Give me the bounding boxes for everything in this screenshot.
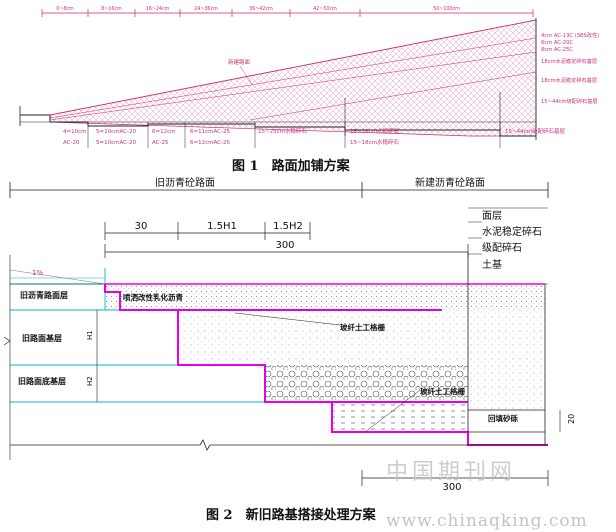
fig2-dim-30: 30 bbox=[135, 221, 148, 232]
fig2-annotation-spray: 喷洒改性乳化沥青 bbox=[123, 292, 183, 302]
fig2-header-new: 新建沥青砼路面 bbox=[415, 176, 485, 189]
fig2-annotation-sand: 回填砂砾 bbox=[488, 413, 518, 423]
fig1-top-dim-5: 42~50cm bbox=[313, 6, 337, 12]
fig1-right-label-1: 6cm AC-20C bbox=[541, 40, 573, 46]
fig2-dim-1-5h2: 1.5H2 bbox=[273, 221, 303, 232]
figure-1: 0~8cm 8~16cm 16~24cm 24~36cm 36~42cm 42~50cm 5… bbox=[19, 6, 599, 148]
fig1-top-dim-2: 16~24cm bbox=[146, 6, 170, 12]
fig1-layer-label-11: 15~44cm级配碎石基层 bbox=[505, 127, 565, 135]
fig1-right-label-5: 15~44cm级配碎石基层 bbox=[541, 97, 598, 105]
fig1-right-label-2: 8cm AC-25C bbox=[541, 47, 573, 53]
fig1-layer-label-4: 6=12cm bbox=[152, 129, 176, 135]
fig1-top-dim-6: 50~100cm bbox=[433, 6, 460, 12]
fig2-h2-mark: H2 bbox=[86, 376, 94, 386]
fig1-old-pavement-label: 新建路面 bbox=[228, 58, 251, 66]
fig1-layer-labels: 4=10cmAC-205=10cmAC-205=10cmAC-206=12cmA… bbox=[63, 122, 565, 148]
fig2-label-old-subbase: 旧路面底基层 bbox=[18, 376, 66, 386]
fig1-layer-label-2: 5=10cmAC-20 bbox=[96, 129, 136, 135]
watermark-cn: 中国期刊网 bbox=[386, 460, 516, 485]
fig1-layer-label-10: 15~18cm水稳碎石 bbox=[350, 138, 399, 146]
fig1-layer-label-9: 15~18cm水稳碎石 bbox=[350, 127, 399, 135]
fig1-top-dim-1: 8~16cm bbox=[101, 6, 122, 12]
fig1-layer-label-1: AC-20 bbox=[63, 140, 80, 146]
fig2-legend-graded-gravel: 级配碎石 bbox=[482, 241, 522, 254]
fig1-top-dim-0: 0~8cm bbox=[56, 6, 74, 12]
fig2-legend-cement-stabilized: 水泥稳定碎石 bbox=[482, 225, 542, 238]
fig2-dim-20: 20 bbox=[567, 414, 576, 424]
fig2-dim-300-bottom: 300 bbox=[442, 482, 461, 493]
fig1-layer-label-5: AC-25 bbox=[152, 140, 169, 146]
fig1-layer-label-6: 6=11cmAC-25 bbox=[190, 129, 230, 135]
fig1-layer-label-0: 4=10cm bbox=[63, 129, 87, 135]
fig2-caption: 图 2 新旧路基搭接处理方案 bbox=[206, 508, 376, 523]
fig2-legend-subgrade: 土基 bbox=[482, 258, 502, 271]
fig2-label-old-surface: 旧沥青路面层 bbox=[20, 290, 68, 300]
fig1-top-dim-4: 36~42cm bbox=[249, 6, 273, 12]
fig1-caption: 图 1 路面加铺方案 bbox=[232, 159, 350, 174]
fig2-legend-surface: 面层 bbox=[482, 210, 502, 222]
fig1-top-dim-3: 24~36cm bbox=[194, 6, 218, 12]
fig2-h1-mark: H1 bbox=[86, 330, 94, 340]
watermark-url: www.chinaqking.com bbox=[386, 511, 588, 531]
fig2-dim-1-5h1: 1.5H1 bbox=[207, 221, 237, 232]
figure-2: 旧沥青砼路面 新建沥青砼路面 30 1.5H1 1.5H2 300 bbox=[3, 176, 576, 493]
fig2-annotation-geogrid-2: 玻纤土工格栅 bbox=[420, 386, 465, 396]
fig1-layer-label-7: 6=12cmAC-25 bbox=[190, 140, 230, 146]
fig1-layer-label-8: 15~25cm水稳碎石 bbox=[258, 127, 307, 135]
fig1-right-label-3: 18cm水泥稳定碎石基层 bbox=[541, 57, 597, 65]
fig2-annotation-geogrid-1: 玻纤土工格栅 bbox=[340, 322, 385, 332]
fig2-dim-300-top: 300 bbox=[275, 240, 294, 251]
fig2-slope-mark: 1% bbox=[32, 269, 43, 277]
fig2-label-old-base: 旧路面基层 bbox=[22, 333, 62, 343]
fig1-right-label-4: 18cm水泥稳定碎石基层 bbox=[541, 76, 597, 84]
fig1-top-dimensions: 0~8cm 8~16cm 16~24cm 24~36cm 36~42cm 42~50cm 5… bbox=[41, 6, 534, 17]
fig2-header-old: 旧沥青砼路面 bbox=[155, 176, 215, 189]
fig1-right-label-0: 4cm AC-13C (SBS改性) bbox=[541, 31, 599, 39]
fig1-layer-label-3: 5=10cmAC-20 bbox=[96, 140, 136, 146]
